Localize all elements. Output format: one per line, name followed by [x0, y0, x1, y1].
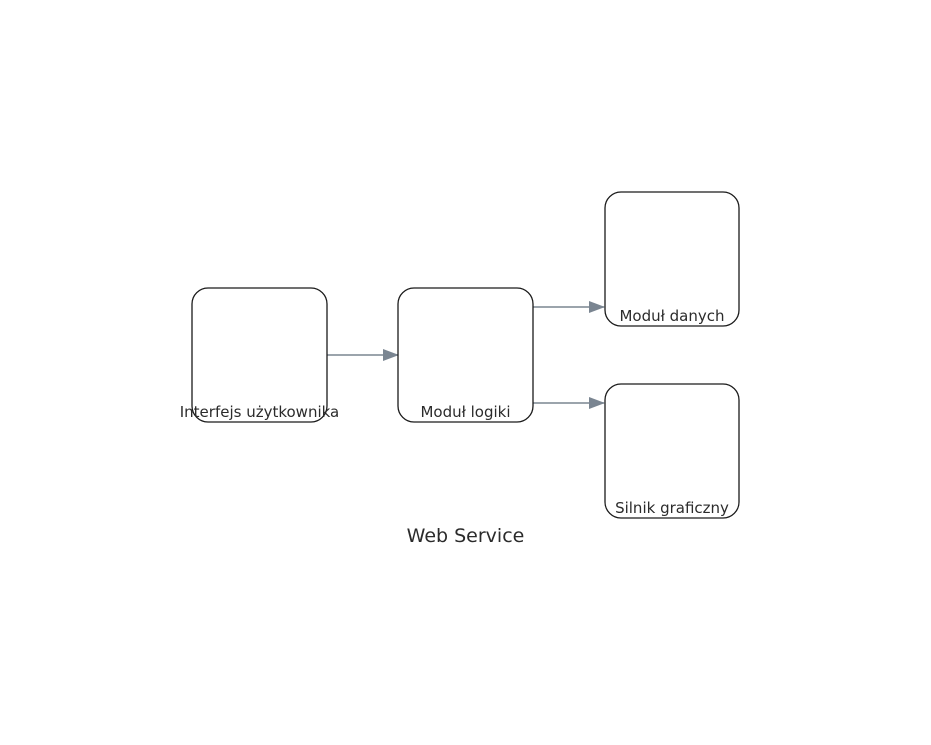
node-modul-logiki: Moduł logiki — [397, 287, 534, 423]
edges — [327, 301, 605, 409]
node-label: Moduł danych — [619, 307, 724, 325]
node-interfejs-uzytkownika: Interfejs użytkownika — [180, 287, 340, 423]
diagram-caption: Web Service — [407, 525, 525, 547]
node-silnik-graficzny: Silnik graficzny — [604, 383, 740, 519]
node-label: Interfejs użytkownika — [180, 403, 340, 421]
node-label: Moduł logiki — [420, 403, 510, 421]
node-box — [397, 287, 534, 423]
node-box — [604, 383, 740, 519]
node-modul-danych: Moduł danych — [604, 191, 740, 327]
node-label: Silnik graficzny — [615, 499, 729, 517]
node-box — [191, 287, 328, 423]
node-box — [604, 191, 740, 327]
